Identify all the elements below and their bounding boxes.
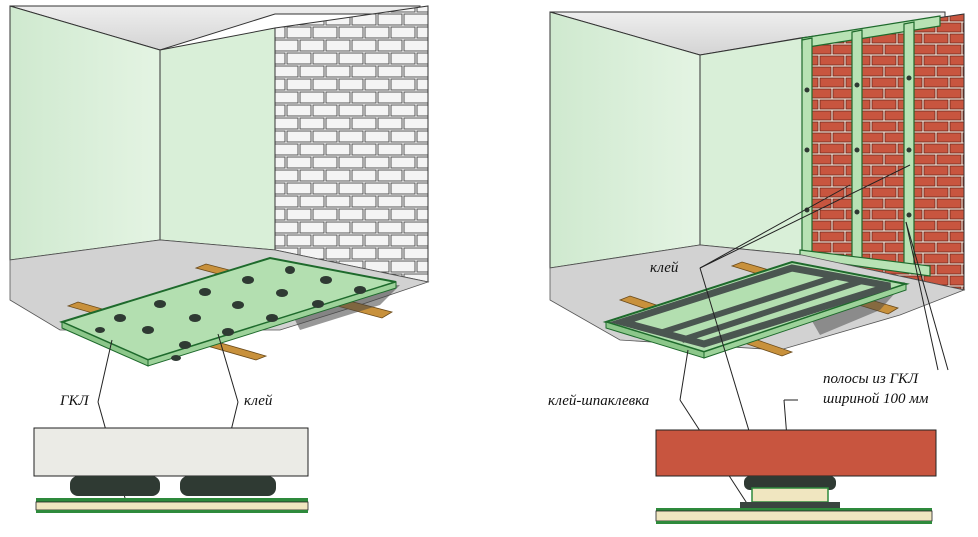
leader-line [97, 339, 113, 403]
left-wall [549, 11, 701, 269]
board-face [36, 498, 308, 502]
leader-line [679, 349, 689, 401]
glue-blob-icon [804, 75, 912, 218]
red-brick-wall [801, 13, 965, 291]
label-strips-line2: шириной 100 мм [823, 391, 929, 407]
left-room [9, 5, 430, 367]
board-face [656, 521, 932, 524]
glue-putty-section [740, 502, 840, 508]
leader-line [905, 221, 949, 371]
left-wall [9, 5, 161, 261]
label-glue: клей [650, 260, 679, 276]
label-glue: клей [244, 393, 273, 409]
right-cross-section [655, 429, 937, 524]
glue-blob-icon [95, 266, 366, 361]
label-glue-putty: клей-шпаклевка [548, 393, 649, 409]
glue-putty-strip [659, 273, 839, 336]
gkl-strips [799, 15, 941, 277]
gkl-strip-section [751, 487, 829, 503]
glue-blob-section [70, 476, 160, 496]
glue-layer-section [744, 476, 836, 490]
leader-line [217, 333, 239, 403]
glue-putty-frame [609, 264, 892, 348]
right-room [549, 11, 966, 359]
glue-putty-strip [681, 278, 863, 343]
leader-line [905, 221, 939, 371]
glue-blob-section [180, 476, 276, 496]
label-gkl: ГКЛ [59, 393, 89, 409]
right-callouts: клей клей-шпаклевка полосы из ГКЛ ширино… [548, 164, 949, 509]
back-wall [699, 37, 803, 256]
leader-line [699, 184, 851, 269]
white-brick-wall [274, 5, 429, 283]
board-edge [703, 283, 907, 359]
label-strips-line1: полосы из ГКЛ [823, 371, 919, 387]
brick-wall-section [655, 429, 937, 477]
board-face [36, 510, 308, 513]
leader-line [699, 164, 911, 269]
brick-wall-section [33, 427, 309, 477]
left-cross-section [33, 427, 309, 513]
board-edge [147, 281, 397, 367]
board-core [35, 501, 309, 511]
board-face [656, 508, 932, 511]
board-core [655, 510, 933, 522]
back-wall [159, 27, 276, 251]
